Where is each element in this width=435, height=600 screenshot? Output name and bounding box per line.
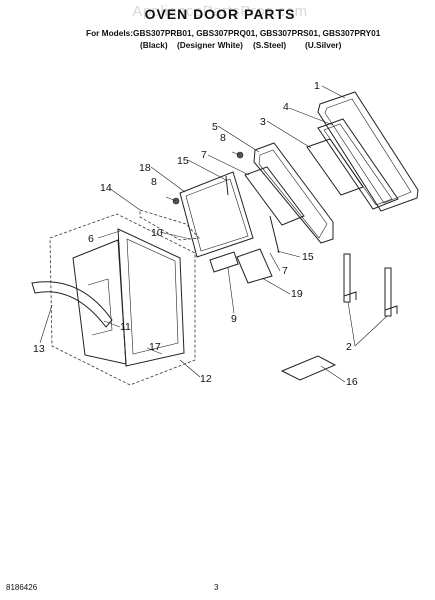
callout-3: 3 <box>260 116 266 128</box>
callout-11: 11 <box>120 321 131 333</box>
door-handle <box>31 281 113 328</box>
inner-glass <box>244 166 305 226</box>
finish-label-designer-white: (Designer White) <box>177 40 243 50</box>
door-vent-strip <box>236 248 273 284</box>
callout-10: 10 <box>151 227 163 239</box>
window-frame <box>317 118 399 210</box>
callout-5: 5 <box>212 121 218 133</box>
glass-bracket-upper <box>225 175 229 196</box>
callout-6: 6 <box>88 233 94 245</box>
door-bottom-trim <box>209 251 239 273</box>
inner-door-liner <box>253 142 334 244</box>
finish-label-stainless-steel: (S.Steel) <box>253 40 287 50</box>
finish-label-black: (Black) <box>140 40 168 50</box>
watermark: AppliancePartsPros.com <box>132 3 308 20</box>
footer-part-number: 8186426 <box>6 583 38 592</box>
callout-1: 1 <box>314 80 320 92</box>
callout-9: 9 <box>231 313 237 325</box>
models-line: For Models:GBS307PRB01, GBS307PRQ01, GBS… <box>86 28 381 38</box>
callout-2: 2 <box>346 341 352 353</box>
callout-7-upper: 7 <box>201 149 207 161</box>
callout-16: 16 <box>346 376 358 388</box>
callout-8-lower: 8 <box>151 176 157 188</box>
door-handle-support <box>139 209 200 241</box>
footer-page-number: 3 <box>214 583 219 592</box>
callout-14: 14 <box>100 182 112 194</box>
hinge-left <box>343 253 357 303</box>
callout-15-upper: 15 <box>177 155 189 167</box>
callout-12: 12 <box>200 373 212 385</box>
door-baffle <box>179 171 254 258</box>
callout-15-lower: 15 <box>302 251 314 263</box>
glass-bracket-lower <box>269 215 280 254</box>
callout-8-upper: 8 <box>220 132 226 144</box>
door-inner-panel <box>72 239 127 365</box>
door-insulation <box>87 278 113 336</box>
callout-4: 4 <box>283 101 289 113</box>
outer-glass <box>306 138 364 196</box>
callout-7-lower: 7 <box>282 265 288 277</box>
callout-13: 13 <box>33 343 45 355</box>
callout-19: 19 <box>291 288 303 300</box>
door-assembly-outline <box>49 213 196 386</box>
callout-17: 17 <box>149 341 161 353</box>
hinge-receptacle <box>280 355 337 381</box>
hinge-right <box>384 267 398 317</box>
page-title: OVEN DOOR PARTS <box>144 6 296 22</box>
finish-label-silver: (U.Silver) <box>305 40 342 50</box>
callout-18: 18 <box>139 162 151 174</box>
